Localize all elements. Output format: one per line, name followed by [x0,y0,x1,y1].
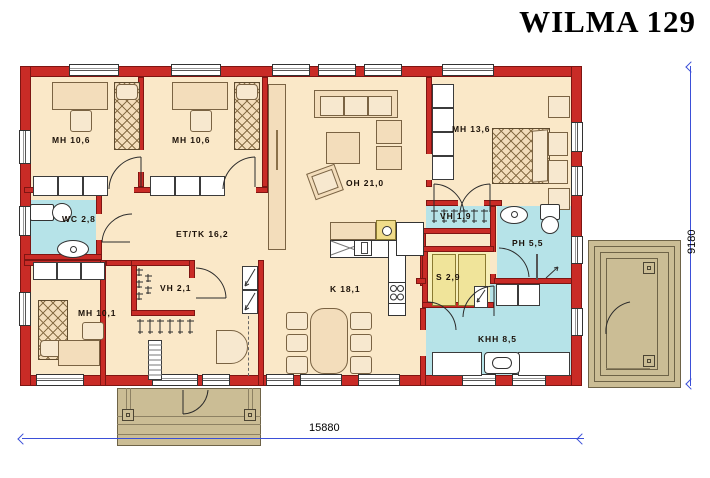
window [358,374,400,386]
window [272,64,310,76]
wall-ettk-vh [106,260,132,266]
armchair [216,330,248,364]
wall-khh-top [416,278,426,284]
room-label-washroom: PH 5,5 [512,238,544,248]
wall-oh-mh4 [426,77,432,187]
wall-ph-khh [494,278,572,284]
exterior-wall-right [571,66,582,386]
window [266,374,294,386]
window [202,374,230,386]
window [571,236,583,264]
wall-sauna-top [422,246,494,252]
window [300,374,342,386]
room-label-toilet: WC 2,8 [62,214,96,224]
room-label-living-room: OH 21,0 [346,178,384,188]
window [571,308,583,336]
armchair [376,146,402,170]
window [571,122,583,152]
deck-post [122,409,134,421]
window [318,64,356,76]
wall-ph-left [490,206,496,284]
window [36,374,84,386]
wall-hall-kitchen [258,260,264,386]
wall-vh21-bottom [131,310,195,316]
sink-icon [484,352,520,374]
room-label-closet-2: VH 1,9 [440,211,472,221]
wall-mh2-hall [262,77,268,187]
stove-icon [388,282,406,304]
window [19,130,31,164]
room-label-sauna: S 2,9 [436,272,461,282]
dimension-width-label: 15880 [309,422,340,434]
window [69,64,119,76]
wall-vh19-bottom [420,228,496,234]
room-label-bedroom-2: MH 10,6 [172,135,211,145]
room-label-closet-1: VH 2,1 [160,283,192,293]
dimension-height-label: 9180 [686,229,698,254]
window [171,64,221,76]
wall-bedrooms-hall [24,187,268,193]
window [152,374,198,386]
window [19,292,31,326]
armchair [376,120,402,144]
room-label-master-bedroom: MH 13,6 [452,124,491,134]
deck-post [244,409,256,421]
window [19,206,31,236]
room-label-utility-room: KHH 8,5 [478,334,517,344]
window [442,64,494,76]
window [364,64,402,76]
room-label-bedroom-3: MH 10,1 [78,308,117,318]
room-label-entry-hall: ET/TK 16,2 [176,229,229,239]
coffee-table [326,132,360,164]
deck-post [643,262,655,274]
deck-post [643,355,655,367]
dining-table [310,308,348,374]
page-title: WILMA 129 [519,4,696,39]
room-label-bedroom-1: MH 10,6 [52,135,91,145]
room-label-kitchen: K 18,1 [330,284,361,294]
window [571,166,583,196]
